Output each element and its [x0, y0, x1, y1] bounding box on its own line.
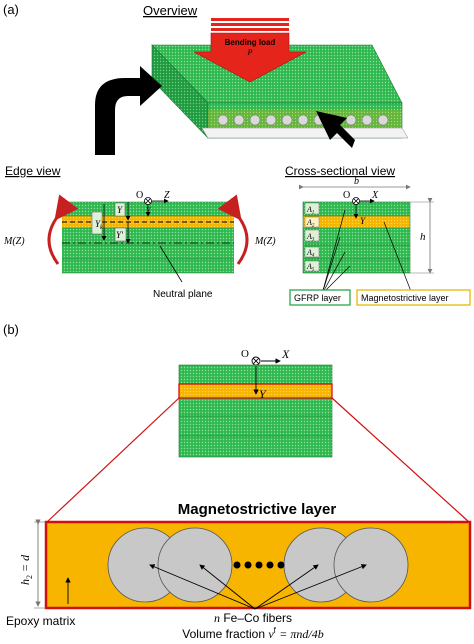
layer-a5-label: A5: [306, 262, 315, 273]
magnetostrictive-layer-detail: [44, 520, 472, 610]
edge-y-axis-label: Y: [146, 206, 152, 215]
edge-yprime-box: [114, 227, 127, 242]
layer-a1-box: [304, 202, 320, 215]
edge-yk-box: [91, 211, 103, 235]
edge-yprime-label: Y': [116, 230, 124, 240]
moment-right-label: M(Z): [254, 236, 276, 247]
moment-left-arrow: [47, 194, 79, 265]
layer-a2-label: A2: [306, 218, 315, 229]
moment-right-arrow: [217, 194, 249, 265]
legend-leaders: [321, 209, 413, 295]
overview-fiber-ends: [217, 114, 389, 126]
edge-y-label: Y: [117, 205, 123, 215]
cross-x-label: X: [371, 190, 379, 201]
fiber-ellipsis-dots: [233, 561, 285, 569]
fiber-leaders: [149, 564, 367, 610]
fiber-label: n Fe–Co fibers: [214, 611, 292, 625]
edge-origin-label: O: [136, 190, 143, 201]
bending-load-label: Bending load: [225, 38, 276, 47]
cross-height-label: h: [420, 231, 426, 243]
moment-left-label: M(Z): [3, 236, 25, 247]
fe-co-fiber-cross-sections: [107, 527, 409, 603]
layer-a2-box: [304, 216, 320, 228]
b-origin-label: O: [241, 348, 249, 360]
legend-gfrp-label: GFRP layer: [294, 293, 341, 303]
layer-a4-label: A4: [306, 248, 315, 259]
panel-a-label: (a): [3, 2, 19, 17]
magnetostrictive-title: Magnetostrictive layer: [178, 501, 337, 518]
zoom-line-left: [46, 397, 180, 523]
b-y-label: Y: [259, 387, 267, 401]
legend-gfrp-box: [289, 289, 351, 306]
cross-origin-label: O: [343, 190, 350, 201]
legend-magnetostrictive-box: [356, 289, 471, 306]
cross-section-title: Cross-sectional view: [285, 164, 395, 178]
thickness-label: h2 = d: [18, 554, 34, 585]
edge-view-title: Edge view: [5, 164, 61, 178]
b-x-label: X: [281, 347, 290, 361]
overview-title: Overview: [143, 3, 198, 18]
edge-yk-label: Yk: [95, 219, 103, 231]
legend-magnetostrictive-label: Magnetostrictive layer: [361, 293, 449, 303]
layer-a3-label: A3: [306, 232, 315, 243]
bending-load-symbol: P: [247, 48, 253, 57]
b-laminate: [178, 364, 333, 458]
neutral-plane-label: Neutral plane: [153, 289, 213, 300]
layer-a1-label: A1: [306, 205, 314, 216]
layer-a5-box: [304, 260, 320, 272]
volume-fraction-label: Volume fraction vf = πnd/4b: [182, 626, 323, 641]
bending-load-arrow: [193, 18, 307, 83]
layer-a3-box: [304, 229, 320, 242]
cross-width-label: b: [354, 176, 359, 187]
layer-labels: A1 A2 A3 A4 A5: [304, 202, 320, 273]
panel-b-label: (b): [3, 322, 19, 337]
zoom-line-right: [331, 397, 470, 523]
cross-section-pointer-arrow: [316, 111, 355, 148]
edge-view-pointer-arrow: [95, 66, 162, 155]
epoxy-label: Epoxy matrix: [6, 614, 75, 628]
cross-y-label: Y: [360, 216, 366, 226]
neutral-plane-leader: [159, 245, 183, 283]
layer-a4-box: [304, 246, 320, 258]
edge-y-box: [114, 202, 126, 217]
edge-z-label: Z: [164, 190, 170, 201]
